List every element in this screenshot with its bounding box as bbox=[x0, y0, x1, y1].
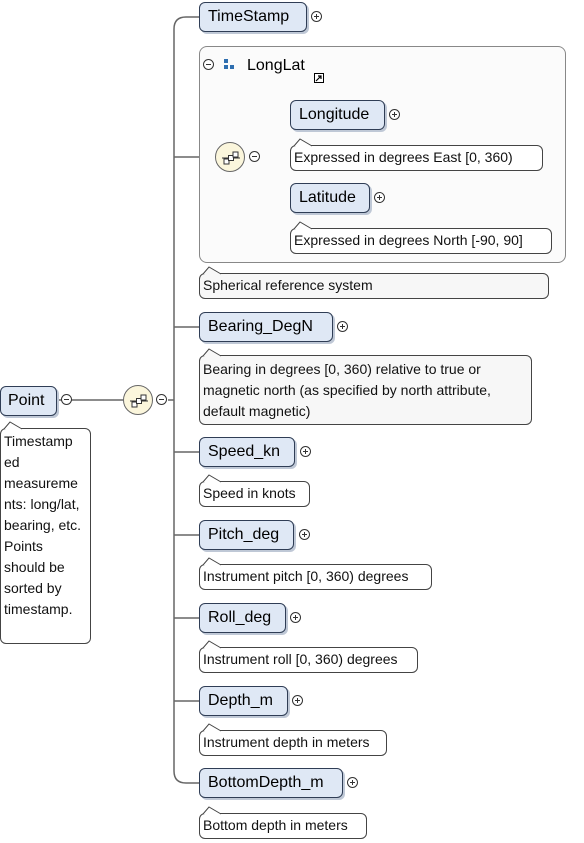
roll-doc: Instrument roll [0, 360) degrees bbox=[199, 647, 418, 673]
collapse-longlat-icon[interactable] bbox=[203, 59, 214, 70]
reference-arrow-icon bbox=[314, 73, 324, 83]
expand-pitch-icon[interactable] bbox=[299, 529, 310, 540]
collapse-sequence-icon[interactable] bbox=[156, 394, 167, 405]
longlat-doc: Spherical reference system bbox=[199, 273, 549, 299]
depth-doc: Instrument depth in meters bbox=[199, 730, 387, 756]
point-element[interactable]: Point bbox=[0, 386, 57, 416]
expand-roll-icon[interactable] bbox=[290, 612, 301, 623]
pitch-element[interactable]: Pitch_deg bbox=[199, 520, 294, 550]
expand-depth-icon[interactable] bbox=[292, 695, 303, 706]
sequence-compositor-icon[interactable] bbox=[123, 385, 153, 415]
latitude-doc: Expressed in degrees North [-90, 90] bbox=[290, 228, 552, 254]
collapse-longlat-sequence-icon[interactable] bbox=[249, 151, 260, 162]
point-doc: Timestamp ed measureme nts: long/lat, be… bbox=[0, 428, 91, 644]
longitude-doc: Expressed in degrees East [0, 360) bbox=[290, 145, 543, 171]
longlat-label: LongLat bbox=[247, 57, 305, 74]
pitch-doc: Instrument pitch [0, 360) degrees bbox=[199, 564, 432, 590]
collapse-point-icon[interactable] bbox=[61, 394, 72, 405]
longitude-element[interactable]: Longitude bbox=[290, 100, 385, 130]
expand-latitude-icon[interactable] bbox=[374, 192, 385, 203]
roll-element[interactable]: Roll_deg bbox=[199, 603, 286, 633]
depth-element[interactable]: Depth_m bbox=[199, 686, 288, 716]
group-reference-icon bbox=[224, 59, 234, 69]
longlat-sequence-icon[interactable] bbox=[215, 142, 245, 172]
bottomdepth-element[interactable]: BottomDepth_m bbox=[199, 768, 343, 798]
expand-longitude-icon[interactable] bbox=[389, 109, 400, 120]
latitude-element[interactable]: Latitude bbox=[290, 183, 370, 213]
speed-doc: Speed in knots bbox=[199, 481, 310, 507]
expand-bottomdepth-icon[interactable] bbox=[347, 777, 358, 788]
expand-speed-icon[interactable] bbox=[300, 446, 311, 457]
bearing-doc: Bearing in degrees [0, 360) relative to … bbox=[199, 355, 532, 425]
expand-bearing-icon[interactable] bbox=[337, 321, 348, 332]
timestamp-element[interactable]: TimeStamp bbox=[199, 2, 307, 32]
expand-timestamp-icon[interactable] bbox=[311, 11, 322, 22]
bottomdepth-doc: Bottom depth in meters bbox=[199, 813, 367, 839]
bearing-element[interactable]: Bearing_DegN bbox=[199, 312, 333, 342]
speed-element[interactable]: Speed_kn bbox=[199, 437, 295, 467]
